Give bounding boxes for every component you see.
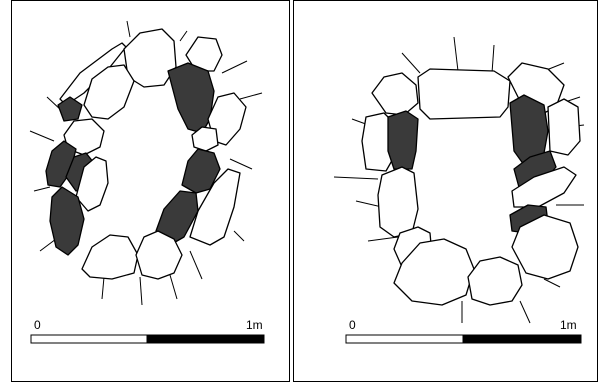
stone-right-6 <box>509 94 549 166</box>
stone-left-12 <box>75 156 109 212</box>
plan-stones-right <box>361 62 581 306</box>
stone-right-5 <box>387 110 419 170</box>
scale-bar-dark-segment <box>146 334 265 344</box>
stone-left-14 <box>189 168 241 246</box>
stone-left-6 <box>167 62 215 134</box>
stone-right-14 <box>393 238 475 306</box>
stone-left-18 <box>135 230 183 280</box>
scale-end-label: 1m <box>560 318 577 332</box>
stone-right-2 <box>417 68 511 120</box>
stone-right-9 <box>511 166 577 208</box>
stone-ring-plan-left: 0 1m <box>29 20 265 344</box>
scale-bar-right: 0 1m <box>345 318 582 344</box>
stone-right-15 <box>467 256 523 306</box>
scale-end-label: 1m <box>246 318 263 332</box>
plan-panel-left: 0 1m <box>11 0 290 382</box>
stone-left-15 <box>49 186 85 256</box>
stone-right-13 <box>511 214 579 280</box>
scale-start-label: 0 <box>34 318 41 332</box>
stone-right-11 <box>377 166 419 238</box>
stone-right-7 <box>547 98 581 156</box>
stone-right-1 <box>371 72 419 116</box>
stone-ring-plan-right: 0 1m <box>333 36 585 344</box>
stone-left-9 <box>191 126 219 152</box>
stone-left-13 <box>181 148 221 194</box>
scale-start-label: 0 <box>349 318 356 332</box>
scale-bar-left: 0 1m <box>30 318 265 344</box>
plan-stones-left <box>45 28 247 280</box>
scale-bar-light-segment <box>345 334 464 344</box>
plan-rays-left <box>29 20 263 306</box>
plan-panel-right: 0 1m <box>293 0 598 382</box>
scale-bar-light-segment <box>30 334 148 344</box>
stone-left-17 <box>81 234 139 280</box>
scale-bar-dark-segment <box>462 334 582 344</box>
stone-left-4 <box>83 64 135 120</box>
stone-left-5 <box>57 96 83 122</box>
